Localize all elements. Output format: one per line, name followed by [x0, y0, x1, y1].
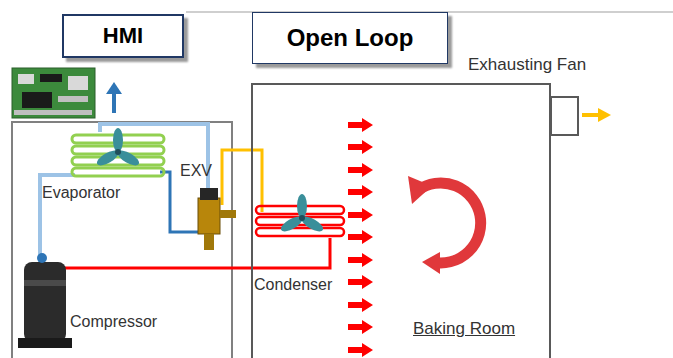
title-box: HMI — [62, 14, 184, 58]
title-box: Open Loop — [252, 12, 448, 64]
label-holder: Compressor — [70, 313, 157, 331]
label-holder: Evaporator — [42, 184, 120, 202]
room-box: Baking Room — [251, 83, 551, 358]
label-holder: Condenser — [254, 276, 332, 294]
box-text: Baking Room — [413, 319, 515, 339]
part-label: Evaporator — [42, 184, 120, 201]
label-holder: Exhausting Fan — [468, 55, 586, 75]
label-holder: EXV — [180, 162, 212, 180]
box-text: Open Loop — [287, 24, 414, 52]
part-label: Exhausting Fan — [468, 55, 586, 74]
box-text: HMI — [103, 23, 143, 49]
part-label: EXV — [180, 162, 212, 179]
part-label: Condenser — [254, 276, 332, 293]
part-label: Compressor — [70, 313, 157, 330]
